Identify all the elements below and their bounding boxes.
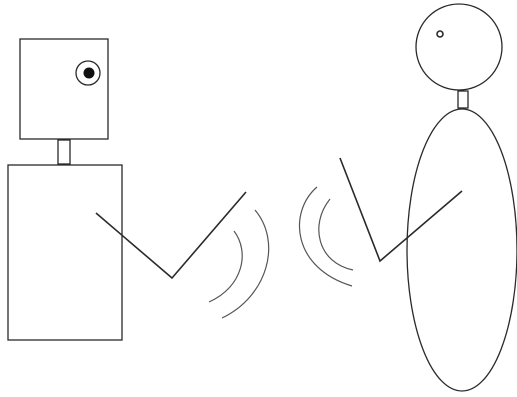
robot-wave-outer [221, 209, 270, 319]
human-eye [436, 30, 444, 38]
human-wave-outer [298, 186, 353, 287]
human-arm [339, 157, 463, 263]
robot-eye-pupil [83, 67, 95, 79]
robot-body [7, 164, 123, 341]
robot-sound-waves [208, 209, 270, 319]
robot-wave-inner [208, 230, 243, 303]
human-wave-inner [318, 198, 354, 271]
human-head [415, 3, 503, 91]
robot-neck [57, 139, 71, 165]
robot-arm [95, 191, 247, 280]
human-body [406, 108, 517, 392]
robot-head [19, 38, 109, 140]
robot-figure [7, 38, 247, 341]
human-neck [457, 90, 469, 109]
human-figure [339, 3, 517, 392]
human-sound-waves [298, 186, 354, 287]
